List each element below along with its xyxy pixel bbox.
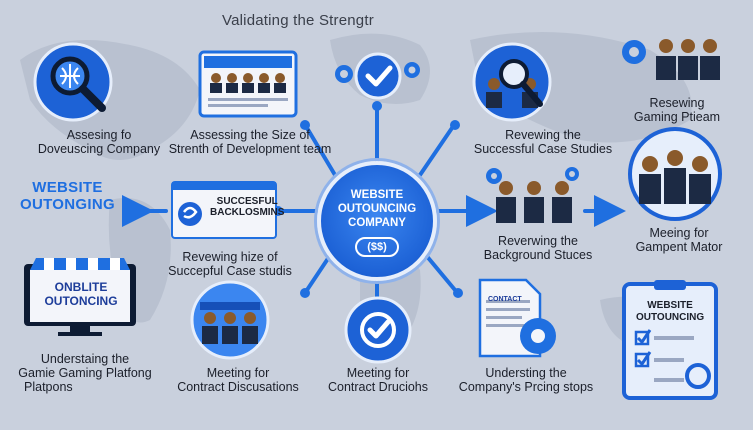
label-reviewing-background: Reverwing the Background Stuces — [483, 234, 593, 262]
magnifier-team-icon — [472, 42, 552, 122]
label-assessing-for: Assesing fo Doveuscing Company — [37, 128, 161, 156]
checklist-clipboard-icon — [622, 280, 718, 400]
contract-doc-title: CONTACT — [488, 296, 522, 303]
label-understanding-pricing: Understing the Company's Prcing stops — [458, 366, 594, 394]
center-line-1: WEBSITE — [350, 189, 404, 201]
label-reviewing-success: Revewing the Successful Case Studies — [473, 128, 613, 156]
page-title: Validating the Strengtr — [222, 12, 374, 29]
meeting-team-icon — [628, 127, 722, 221]
team-website-icon — [198, 50, 298, 118]
label-meeting-contract-2: Meeting for Contract Druciohs — [327, 366, 429, 394]
backlinks-card-text: SUCCESFUL BACKLOSMINS — [210, 196, 285, 218]
checklist-board-text: WEBSITE OUTOUNCING — [636, 300, 705, 323]
check-circle-icon — [344, 296, 412, 364]
contract-meeting-team-icon — [190, 280, 270, 360]
label-meeting-gampent: Meeing for Gampent Mator — [635, 226, 723, 254]
label-meeting-contract-1: Meeting for Contract Discusations — [177, 366, 299, 394]
label-reviewing-gaming: Resewing Gaming Ptieam — [633, 96, 721, 124]
magnifier-globe-icon — [33, 42, 113, 122]
center-hub: WEBSITE OUTOUNCING COMPANY ($$) — [317, 161, 437, 281]
center-line-3: COMPANY — [348, 217, 406, 229]
storefront-monitor-icon — [24, 258, 136, 336]
gear-team-icon — [622, 39, 720, 80]
label-assessing-size: Assessing the Size of Strenth of Develop… — [168, 128, 332, 156]
center-line-2: OUTOUNCING — [337, 203, 417, 215]
store-sign-text: ONBLITE OUTONCING — [44, 280, 118, 308]
label-reviewing-size: Revewing hize of Succepful Case studis — [168, 250, 292, 278]
center-badge: ($$) — [355, 237, 399, 257]
contract-document-icon — [478, 278, 556, 358]
team-gears-icon — [486, 167, 579, 223]
label-understanding-gaming: Understaing the Gamie Gaming Platfong Pl… — [18, 352, 152, 394]
gear-check-icon — [335, 52, 420, 100]
backlinks-card — [171, 181, 277, 239]
side-website-label: WEBSITE OUTONGING — [20, 179, 115, 213]
